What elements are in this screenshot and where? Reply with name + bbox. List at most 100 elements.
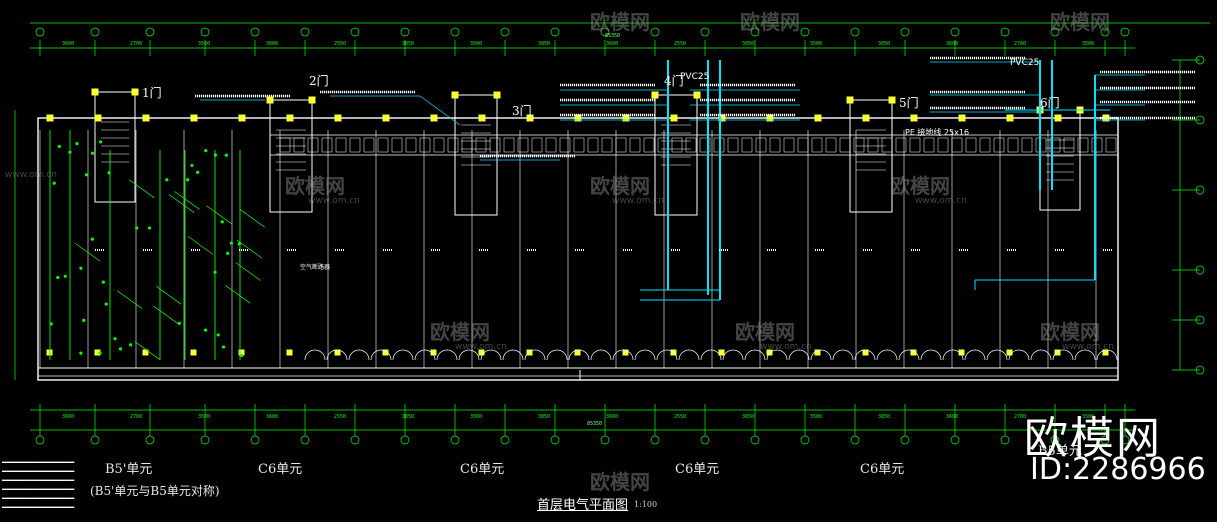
corridor-window	[518, 138, 528, 152]
structural-column	[143, 115, 149, 121]
plan-title: 首层电气平面图	[537, 494, 628, 513]
door-swing	[931, 350, 941, 360]
structural-column	[95, 115, 101, 121]
wiring-branch	[240, 209, 265, 227]
dimension-text-bottom: 2550	[334, 414, 346, 420]
door-swing	[645, 350, 655, 360]
door-swing	[657, 350, 667, 360]
fixture-dot	[221, 220, 224, 223]
axis-bubble-top	[1001, 28, 1009, 36]
axis-bubble-bottom	[601, 436, 609, 444]
annotation-leader	[420, 96, 460, 125]
door-swing	[975, 350, 985, 360]
legend-note-line: ━━━━━━━━━━━━━━━	[2, 476, 74, 485]
door-swing	[1031, 350, 1041, 360]
axis-bubble-bottom	[91, 436, 99, 444]
dimension-text-top: 3600	[62, 41, 74, 47]
dimension-text-bottom: 3500	[198, 414, 210, 420]
wiring-branch	[135, 342, 160, 360]
structural-column	[671, 115, 677, 121]
dimension-text-bottom: 3850	[402, 414, 414, 420]
corridor-window	[854, 138, 864, 152]
fixture-dot	[222, 345, 225, 348]
structural-column	[815, 115, 821, 121]
door-swing	[415, 350, 425, 360]
fixture-dot	[50, 322, 53, 325]
corridor-window	[476, 138, 486, 152]
structural-column	[191, 115, 197, 121]
fixture-dot	[226, 252, 229, 255]
corridor-window	[504, 138, 514, 152]
corridor-window	[490, 138, 500, 152]
structural-column	[191, 350, 196, 355]
fixture-dot	[102, 281, 105, 284]
fixture-dot	[214, 153, 217, 156]
structural-column	[335, 115, 341, 121]
corridor-window	[1008, 138, 1018, 152]
axis-bubble-top	[701, 28, 709, 36]
corridor-window	[980, 138, 990, 152]
door-label-3: 3门	[512, 102, 532, 119]
fixture-dot	[165, 178, 168, 181]
fixture-dot	[79, 352, 82, 355]
corridor-window	[644, 138, 654, 152]
dimension-text-top: 3600	[266, 41, 278, 47]
fixture-dot	[196, 171, 199, 174]
wiring-branch	[236, 263, 261, 281]
watermark-logo: 欧模网	[890, 170, 950, 199]
structural-column	[267, 97, 273, 103]
door-swing	[745, 350, 755, 360]
corridor-window	[1106, 138, 1116, 152]
door-swing	[1041, 350, 1051, 360]
axis-bubble-top	[901, 28, 909, 36]
corridor-window	[406, 138, 416, 152]
door-swing	[437, 350, 447, 360]
fixture-dot	[113, 337, 116, 340]
axis-bubble-bottom	[301, 436, 309, 444]
structural-column	[335, 350, 340, 355]
fixture-dot	[119, 347, 122, 350]
corridor-window	[350, 138, 360, 152]
structural-column	[652, 92, 658, 98]
fixture-dot	[75, 142, 78, 145]
door-swing	[349, 350, 359, 360]
door-swing	[997, 350, 1007, 360]
legend-note-line: ━━━━━━━━━━━━━━━	[2, 494, 74, 503]
corridor-window	[882, 138, 892, 152]
fixture-dot	[230, 241, 233, 244]
dimension-text-bottom: 3500	[810, 414, 822, 420]
watermark-logo: 欧模网	[590, 170, 650, 199]
watermark-logo: 欧模网	[430, 316, 490, 345]
door-swing	[843, 350, 853, 360]
structural-column	[452, 92, 458, 98]
corridor-window	[364, 138, 374, 152]
dimension-text-bottom: 3600	[62, 414, 74, 420]
corridor-window	[294, 138, 304, 152]
axis-bubble-top	[91, 28, 99, 36]
corridor-window	[336, 138, 346, 152]
fixture-dot	[64, 275, 67, 278]
door-swing	[921, 350, 931, 360]
axis-bubble-bottom	[951, 436, 959, 444]
axis-bubble-bottom	[701, 436, 709, 444]
unit-label-c6-4: C6单元	[860, 458, 904, 477]
brand-id: ID:2286966	[1030, 452, 1206, 487]
corridor-window	[756, 138, 766, 152]
corridor-window	[420, 138, 430, 152]
corridor-window	[770, 138, 780, 152]
axis-bubble-bottom	[251, 436, 259, 444]
dimension-text-top: 2550	[674, 41, 686, 47]
door-swing	[733, 350, 743, 360]
door-swing	[359, 350, 369, 360]
dimension-text-bottom: 2700	[130, 414, 142, 420]
dimension-text-top: 3500	[470, 41, 482, 47]
dimension-text-top: 3850	[878, 41, 890, 47]
fixture-dot	[148, 226, 151, 229]
axis-bubble-top	[401, 28, 409, 36]
wiring-branch	[207, 206, 232, 224]
corridor-window	[1092, 138, 1102, 152]
fixture-dot	[204, 149, 207, 152]
axis-bubble-bottom	[146, 436, 154, 444]
axis-bubble-bottom	[751, 436, 759, 444]
stair-core	[1040, 110, 1080, 210]
